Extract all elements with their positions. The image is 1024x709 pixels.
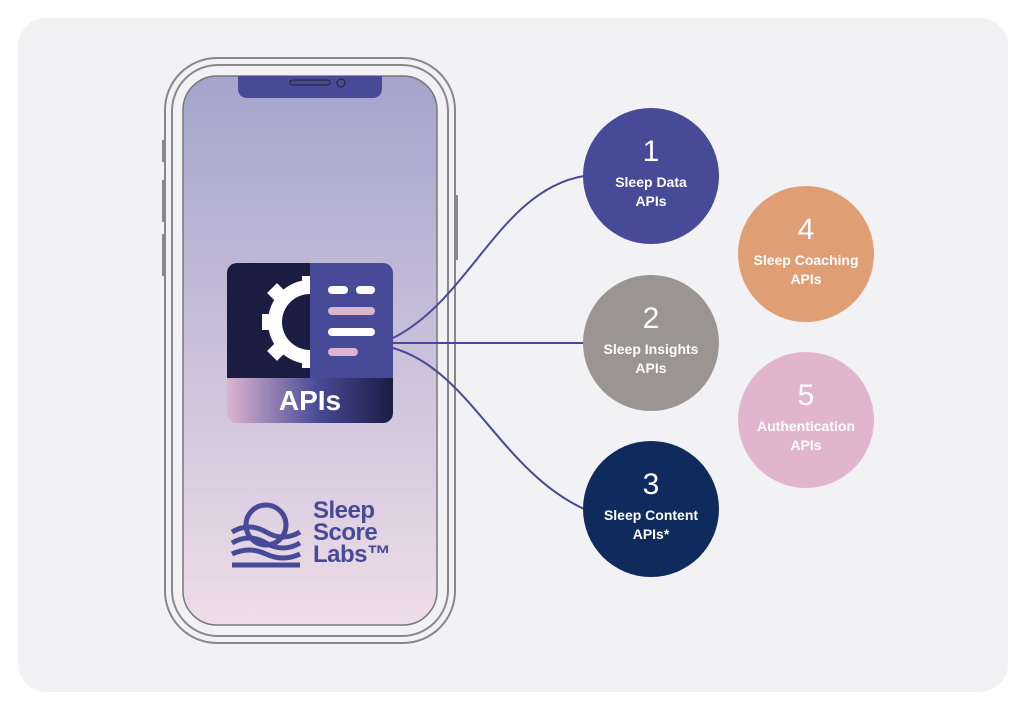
api-name: Sleep Insights (603, 341, 699, 357)
api-name: Sleep Coaching (753, 252, 859, 268)
api-number: 3 (642, 468, 660, 501)
api-number: 2 (642, 302, 660, 335)
apis-label: APIs (278, 385, 342, 416)
api-number: 5 (797, 379, 815, 412)
api-number: 1 (642, 135, 660, 168)
connector-lines (392, 175, 585, 510)
api-suffix: APIs (790, 271, 822, 287)
brand-line: Sleep (313, 497, 375, 524)
sleepscore-logo-icon (230, 502, 302, 568)
phone-notch (238, 76, 382, 98)
api-name: Sleep Content (603, 507, 699, 523)
api-suffix: APIs* (632, 526, 670, 542)
list-icon (328, 286, 375, 356)
brand-line: Labs™ (313, 541, 391, 568)
api-suffix: APIs (635, 193, 667, 209)
api-name: Authentication (757, 418, 855, 434)
api-suffix: APIs (790, 437, 822, 453)
apis-icon (227, 263, 393, 423)
brand-line: Score (313, 519, 378, 546)
brand-wordmark: Sleep Score Labs™ (313, 497, 391, 568)
api-number: 4 (797, 213, 815, 246)
api-name: Sleep Data (615, 174, 687, 190)
api-suffix: APIs (635, 360, 667, 376)
